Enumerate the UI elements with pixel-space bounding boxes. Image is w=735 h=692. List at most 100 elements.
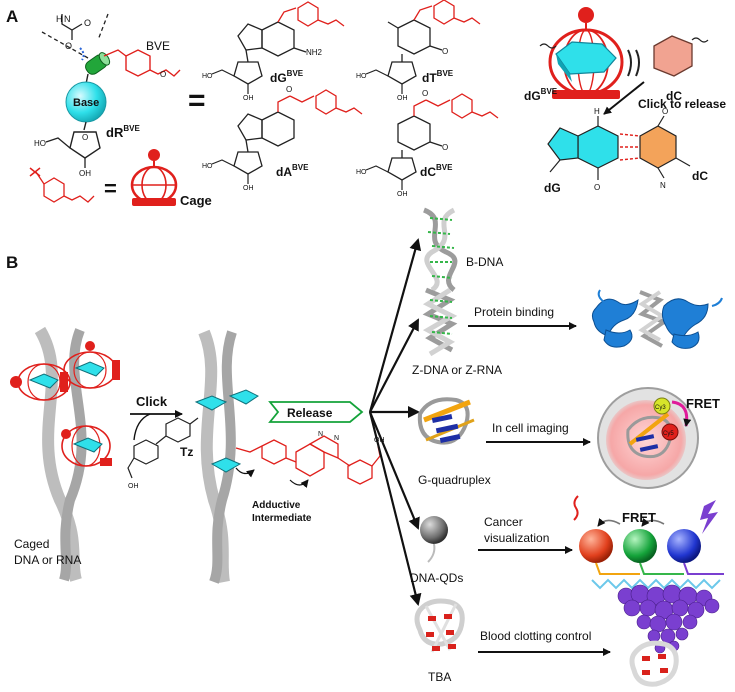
caged-dg-name: dG (524, 89, 541, 103)
dr-sup: BVE (123, 124, 140, 133)
svg-text:dGBVE: dGBVE (270, 69, 304, 85)
svg-text:O: O (160, 70, 166, 79)
svg-text:N: N (334, 435, 339, 442)
svg-text:OH: OH (243, 95, 254, 102)
svg-text:dABVE: dABVE (276, 163, 309, 179)
tba: TBA Blood clotting control (414, 598, 611, 684)
cage-icon (130, 149, 178, 206)
release-step: Release (268, 401, 364, 423)
svg-text:OH: OH (397, 191, 408, 198)
svg-text:O: O (286, 85, 292, 94)
cy3-label: Cy3 (655, 405, 666, 411)
cage-legend: = Cage (29, 149, 212, 208)
svg-text:OH: OH (243, 185, 254, 192)
caged-dg-scheme: dGBVE dC Click to release (524, 7, 726, 115)
dr-label: dR (106, 125, 124, 140)
dna-qds-label: DNA-QDs (410, 571, 463, 585)
svg-text:dGBVE: dGBVE (524, 87, 558, 103)
svg-text:dCBVE: dCBVE (420, 163, 453, 179)
svg-text:N: N (64, 14, 71, 24)
svg-text:O: O (442, 143, 448, 152)
b-dna-label: B-DNA (466, 255, 503, 269)
caged-dg-sup: BVE (541, 87, 558, 96)
pair-dc-label: dC (692, 169, 708, 183)
nucleoside-structures: NH2 HO OH dGBVE O HO OH dTBVE (202, 0, 499, 198)
visualization-label: visualization (484, 531, 549, 545)
adductive-label-1: Adductive (252, 500, 301, 511)
svg-text:OH: OH (374, 437, 385, 444)
tz-label: Tz (180, 445, 193, 459)
branch-arrows (368, 238, 422, 606)
z-dna: Z-DNA or Z-RNA Protein binding (412, 287, 577, 377)
click-label: Click (136, 394, 168, 409)
b-dna: B-DNA (422, 207, 503, 293)
svg-text:HO: HO (356, 169, 367, 176)
adductive-intermediate: N N OH Adductive Intermediate (235, 431, 385, 524)
click-to-release-label: Click to release (638, 97, 726, 111)
dt-bve-structure: O HO OH dTBVE (356, 0, 481, 102)
svg-text:N: N (660, 181, 666, 190)
cell-imaging: Cy3 Cy5 FRET (597, 387, 720, 489)
fret-label-1: FRET (686, 396, 720, 411)
bve-label: BVE (146, 39, 170, 53)
dt-bve-sup: BVE (437, 69, 454, 78)
base-label: Base (73, 97, 99, 109)
qd-fret: FRET (573, 495, 724, 590)
svg-text:O: O (84, 18, 91, 28)
click-step: Click OH Tz (127, 394, 199, 490)
blood-clotting-label: Blood clotting control (480, 629, 591, 643)
release-label: Release (287, 406, 333, 420)
panel-b-label: B (6, 253, 18, 272)
dna-or-rna-label: DNA or RNA (14, 553, 81, 567)
cancer-label: Cancer (484, 515, 523, 529)
da-bve-sup: BVE (292, 163, 309, 172)
svg-text:O: O (82, 133, 88, 142)
svg-text:O: O (442, 47, 448, 56)
dr-bve-scheme: H N O O O BVE Base O HO OH dRBVE (34, 13, 181, 178)
svg-text:OH: OH (79, 169, 91, 178)
svg-text:HO: HO (202, 73, 213, 80)
tba-label: TBA (428, 670, 451, 684)
dc-label: dC (666, 89, 682, 103)
in-cell-imaging-label: In cell imaging (492, 421, 569, 435)
equals-sign: = (188, 84, 206, 117)
g-quadruplex-label: G-quadruplex (418, 473, 491, 487)
svg-text:O: O (594, 183, 600, 192)
svg-text:O: O (422, 89, 428, 98)
caged-dna: Caged DNA or RNA (10, 326, 120, 582)
dc-bve-structure: O O HO OH dCBVE (356, 89, 499, 198)
caged-label: Caged (14, 537, 49, 551)
svg-text:N: N (318, 431, 323, 438)
protein-binding-label: Protein binding (474, 305, 554, 319)
dna-qds: DNA-QDs Cancer visualization (410, 515, 573, 585)
thrombin-tba-complex (617, 584, 720, 687)
svg-text:H: H (56, 14, 63, 24)
svg-text:dTBVE: dTBVE (422, 69, 454, 85)
dc-bve-sup: BVE (436, 163, 453, 172)
z-dna-label: Z-DNA or Z-RNA (412, 363, 502, 377)
equals-sign-2: = (104, 176, 117, 201)
svg-text:O: O (662, 107, 668, 116)
nh2-label: NH2 (306, 48, 323, 57)
svg-text:H: H (594, 107, 600, 116)
da-bve-name: dA (276, 165, 292, 179)
dg-bve-structure: NH2 HO OH dGBVE (202, 1, 345, 102)
dt-bve-name: dT (422, 71, 437, 85)
svg-text:OH: OH (397, 95, 408, 102)
dg-bve-name: dG (270, 71, 287, 85)
dg-bve-sup: BVE (287, 69, 304, 78)
released-dna (194, 329, 259, 584)
protein-z-dna-complex (591, 289, 723, 349)
cy5-label: Cy5 (663, 431, 674, 437)
g-quadruplex: G-quadruplex In cell imaging (417, 397, 591, 487)
svg-text:HO: HO (356, 73, 367, 80)
cage-label: Cage (180, 193, 212, 208)
svg-text:O: O (65, 41, 72, 51)
panel-a-label: A (6, 7, 18, 26)
dc-bve-name: dC (420, 165, 436, 179)
svg-text:dRBVE: dRBVE (106, 124, 140, 140)
pair-dg-label: dG (544, 181, 561, 195)
dg-dc-base-pair: H O O N dG dC (544, 107, 708, 195)
adductive-label-2: Intermediate (252, 513, 312, 524)
